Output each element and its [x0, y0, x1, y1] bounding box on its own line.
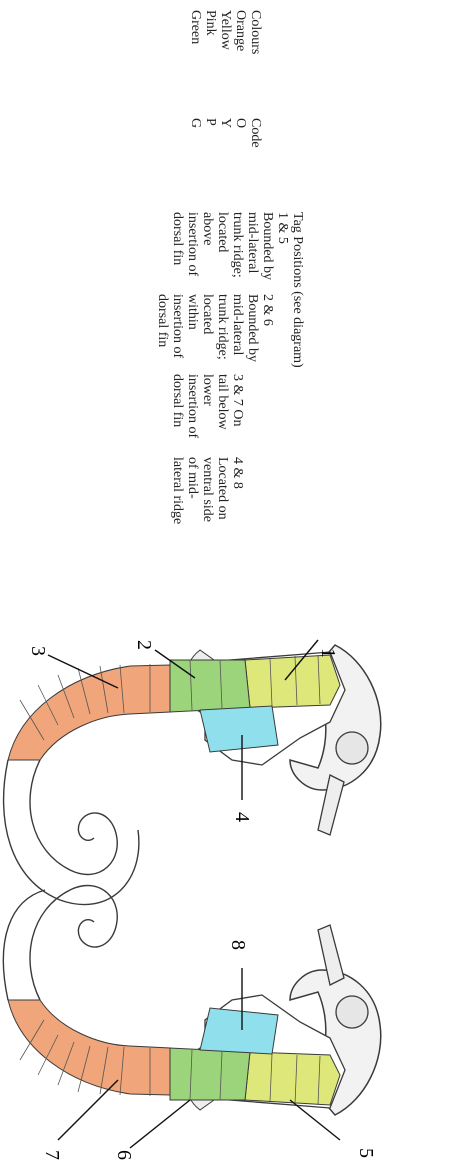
label-1: 1 [317, 648, 339, 658]
tag-zone-green [170, 660, 250, 712]
seahorse-upper: 1 2 3 4 [4, 640, 381, 905]
label-4: 4 [231, 812, 253, 822]
label-5: 5 [355, 1148, 377, 1158]
tag-zone-orange [8, 665, 170, 760]
tail-curl [4, 760, 139, 905]
seahorse-eye [336, 996, 368, 1028]
label-2: 2 [133, 640, 155, 650]
tag-zone-orange [8, 1000, 170, 1095]
label-6: 6 [113, 1150, 135, 1160]
label-3: 3 [27, 646, 49, 656]
tag-zone-blue [200, 1008, 278, 1054]
label-7: 7 [41, 1150, 63, 1160]
tag-zone-yellow [245, 1052, 340, 1105]
seahorse-lower: 5 6 7 8 [3, 886, 380, 1160]
tag-zone-yellow [245, 655, 340, 708]
pointer-7 [58, 1080, 118, 1140]
seahorse-eye [336, 732, 368, 764]
tag-zone-blue [200, 706, 278, 752]
pointer-6 [130, 1100, 190, 1148]
label-8: 8 [227, 940, 249, 950]
tag-zone-green [170, 1048, 250, 1100]
